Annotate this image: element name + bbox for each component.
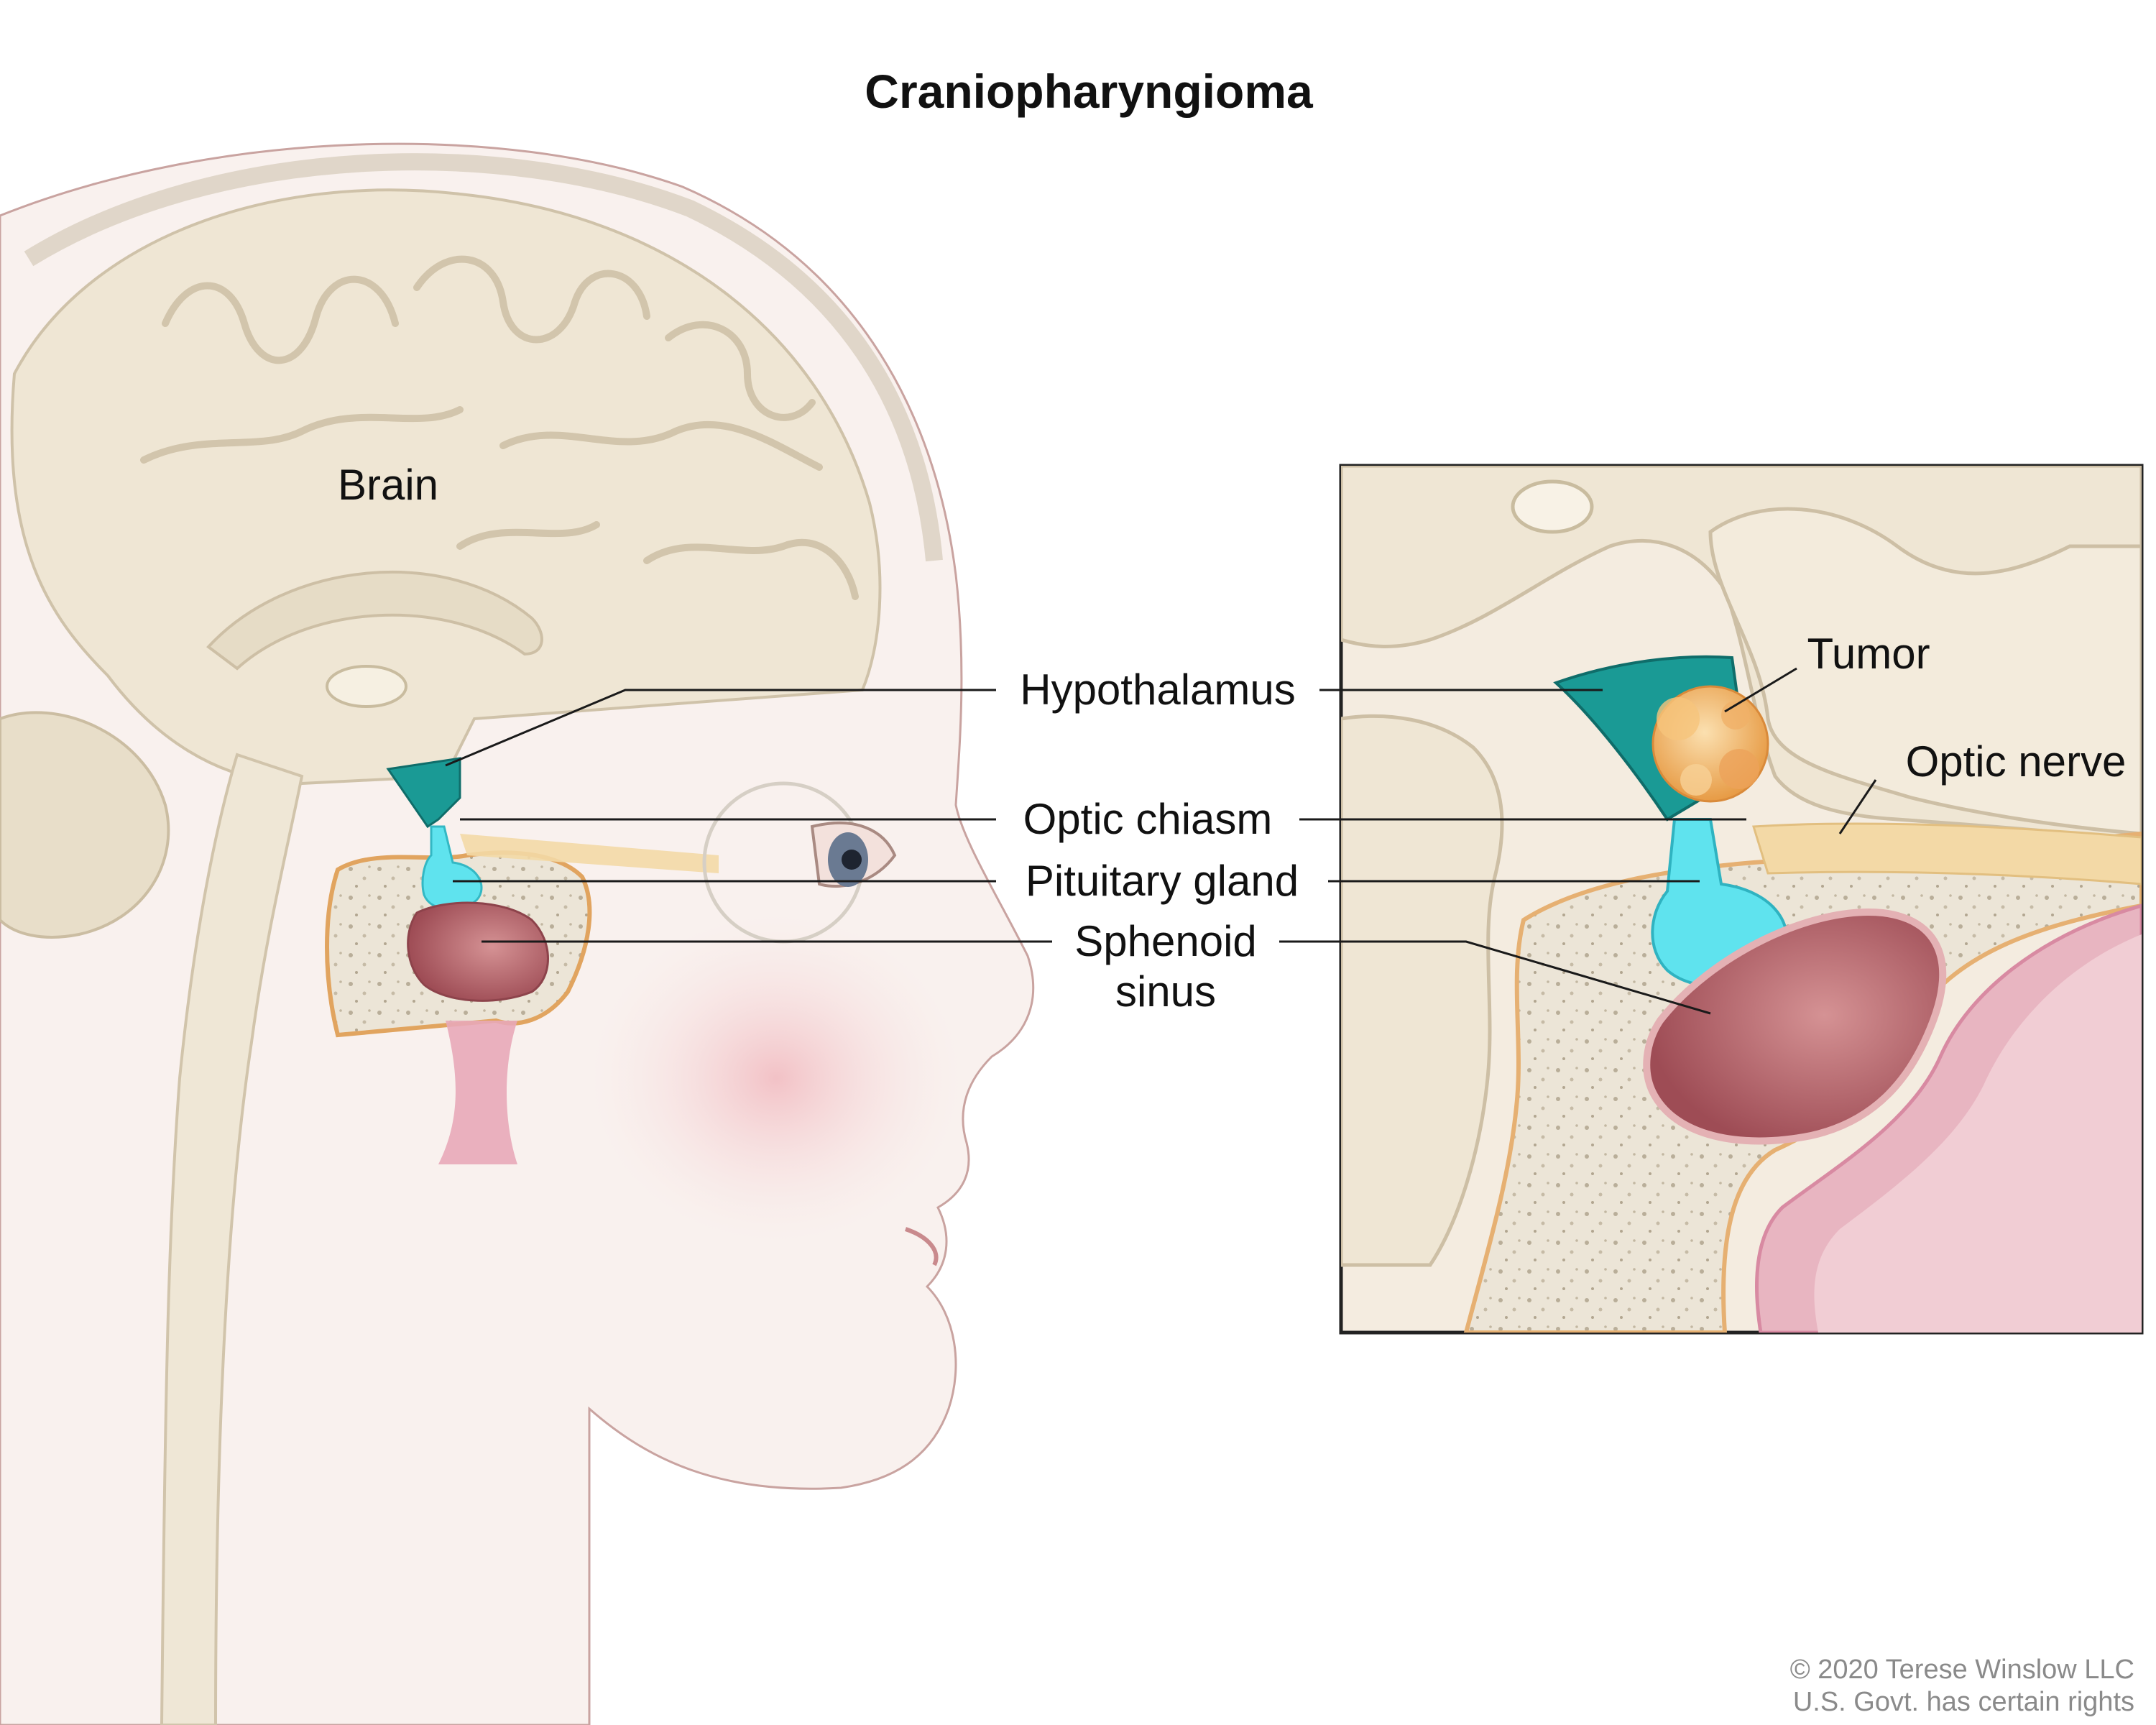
leader-optic-nerve (1838, 779, 1877, 834)
label-optic-chiasm: Optic chiasm (1023, 795, 1273, 843)
inset-brain-fold (1708, 507, 2142, 836)
skull-outline (24, 153, 943, 562)
leader-sphenoid-right (1279, 940, 1711, 1015)
label-hypothalamus: Hypothalamus (1020, 666, 1296, 714)
optic-nerve-strip (460, 834, 719, 873)
copyright-line1: © 2020 Terese Winslow LLC (1790, 1655, 2134, 1685)
cheek-blush (589, 913, 963, 1243)
corpus-callosum (206, 571, 543, 671)
inset-tumor (1651, 685, 1769, 803)
inset-sphenoid-sinus-region (1643, 908, 1947, 1145)
eye-pupil (842, 850, 862, 870)
inset-detail-panel (1339, 464, 2144, 1335)
brainstem (160, 753, 304, 1725)
leader-lines (445, 667, 1877, 1015)
label-optic-nerve: Optic nerve (1906, 737, 2127, 786)
mouth (905, 1227, 939, 1266)
inset-brain-lower-left (1341, 714, 1504, 1267)
copyright-line2: U.S. Govt. has certain rights (1793, 1687, 2134, 1717)
diagram-title: Craniopharyngioma (865, 65, 1314, 118)
nasal-mucosa (438, 1021, 517, 1164)
leader-tumor (1724, 667, 1797, 713)
head-illustration (0, 142, 1035, 1725)
label-sphenoid-sinus-line1: Sphenoid (1074, 917, 1257, 965)
label-tumor: Tumor (1807, 630, 1930, 678)
label-sphenoid-sinus-line2: sinus (1115, 967, 1216, 1016)
label-pituitary-gland: Pituitary gland (1026, 857, 1299, 905)
hypothalamus-region (386, 757, 461, 829)
inset-optic-nerve (1752, 822, 2142, 886)
leader-hypothalamus-left (445, 689, 996, 767)
brain-gyri (140, 255, 859, 600)
inset-thalamus (1511, 479, 1594, 534)
inset-mucosa-inner (1814, 934, 2142, 1333)
thalamus (326, 665, 407, 708)
sphenoid-sinus-region (407, 901, 549, 1002)
label-brain: Brain (338, 461, 438, 509)
cerebellum (0, 711, 170, 939)
